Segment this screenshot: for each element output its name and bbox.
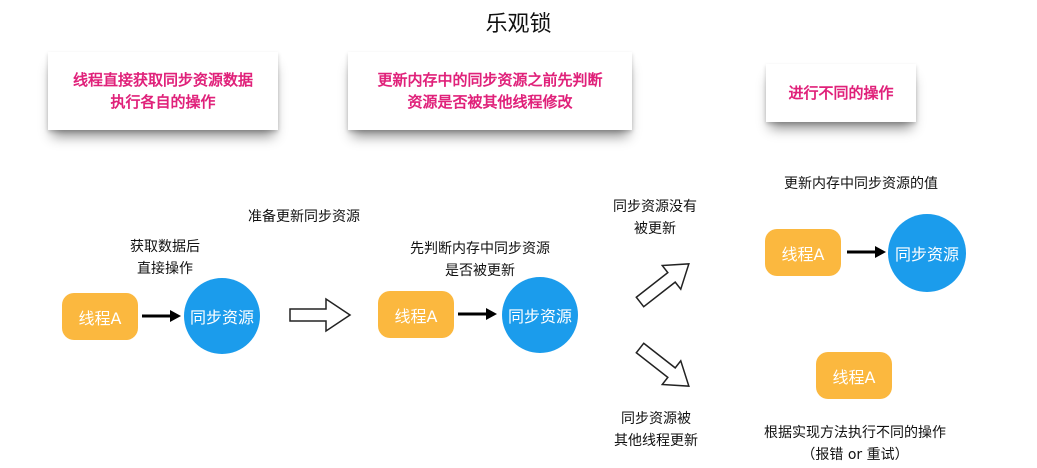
outcome-up-thread: 线程A — [765, 229, 841, 276]
outcome-up-arrow — [847, 246, 886, 258]
stage1-caption: 获取数据后 直接操作 — [95, 236, 235, 280]
stage2-caption: 先判断内存中同步资源 是否被更新 — [395, 238, 565, 282]
stage2-resource: 同步资源 — [502, 277, 578, 353]
stage2-arrow — [458, 308, 497, 320]
stage2-caption-line2: 是否被更新 — [445, 263, 515, 279]
branch-down-label-line1: 同步资源被 — [621, 411, 691, 427]
note-step2-line1: 更新内存中的同步资源之前先判断 — [377, 71, 603, 89]
note-step1-line2: 执行各自的操作 — [110, 93, 216, 111]
outcome-down-caption-line1: 根据实现方法执行不同的操作 — [764, 425, 946, 441]
note-step1-line1: 线程直接获取同步资源数据 — [72, 71, 253, 89]
stage1-caption-line1: 获取数据后 — [130, 239, 200, 255]
note-step1: 线程直接获取同步资源数据 执行各自的操作 — [48, 52, 278, 130]
outcome-down-caption-line2: （报错 or 重试） — [801, 447, 909, 463]
branch-down-label-line2: 其他线程更新 — [614, 433, 698, 449]
outcome-down-thread: 线程A — [816, 352, 892, 399]
stage2-thread: 线程A — [378, 291, 454, 338]
stage1-caption-line2: 直接操作 — [137, 261, 193, 277]
note-step2: 更新内存中的同步资源之前先判断 资源是否被其他线程修改 — [348, 52, 632, 130]
branch-up-label: 同步资源没有 被更新 — [600, 196, 710, 240]
note-step3-line1: 进行不同的操作 — [788, 84, 894, 102]
outcome-up-resource: 同步资源 — [888, 214, 966, 292]
hollow-arrow-right — [289, 297, 352, 333]
note-step3: 进行不同的操作 — [766, 64, 916, 122]
hollow-arrow-down-right — [635, 342, 690, 387]
outcome-down-caption: 根据实现方法执行不同的操作 （报错 or 重试） — [744, 422, 966, 466]
hollow-arrow-up-right — [635, 263, 690, 308]
diagram-title: 乐观锁 — [485, 12, 552, 37]
stage1-thread: 线程A — [62, 293, 138, 340]
note-step2-line2: 资源是否被其他线程修改 — [407, 93, 573, 111]
branch-up-label-line2: 被更新 — [634, 221, 676, 237]
branch-up-label-line1: 同步资源没有 — [613, 199, 697, 215]
branch-down-label: 同步资源被 其他线程更新 — [596, 408, 716, 452]
stage1-arrow — [142, 310, 181, 322]
stage2-caption-line1: 先判断内存中同步资源 — [410, 241, 550, 257]
stage1-resource: 同步资源 — [184, 278, 260, 354]
transition-label: 准备更新同步资源 — [248, 209, 360, 225]
outcome-up-caption: 更新内存中同步资源的值 — [784, 176, 938, 192]
